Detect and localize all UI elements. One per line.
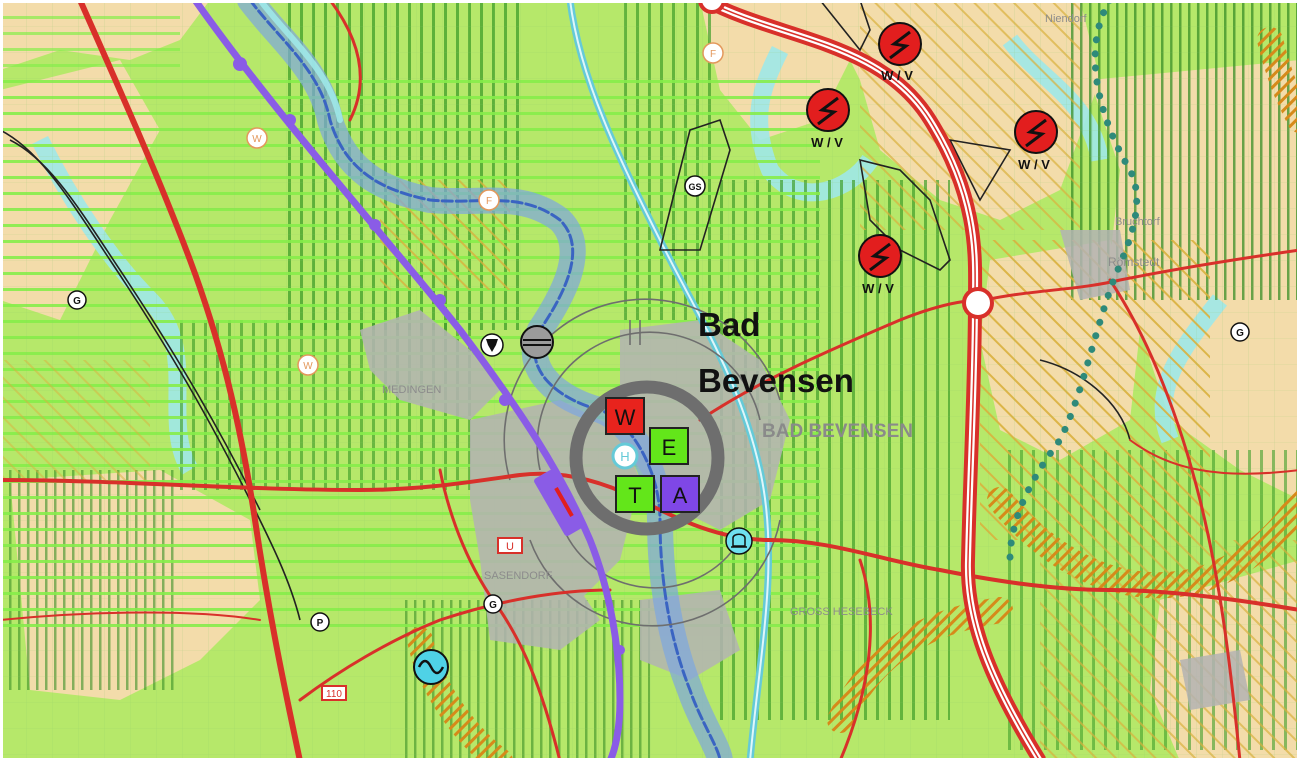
center-function-e: E (649, 427, 689, 465)
wind-energy-site-3: W / V (1014, 110, 1058, 172)
label-sasendorf: SASENDORF (484, 570, 553, 582)
label-romstedt: Römstedt (1108, 255, 1160, 269)
railway-stations (233, 57, 625, 655)
point-f-label-2: F (486, 196, 492, 207)
center-letter-a: A (673, 483, 688, 508)
label-bruchtorf: Bruchtorf (1115, 216, 1161, 228)
settlement-arcs (503, 298, 781, 627)
label-niendorf: Niendorf (1045, 13, 1088, 25)
point-g-3: G (1230, 322, 1250, 342)
point-g-label-3: G (1236, 328, 1244, 339)
water-treatment-icon (520, 325, 554, 359)
point-w-label-1: W (252, 134, 262, 145)
point-g-label-2: G (489, 600, 497, 611)
wind-label-4: W / V (862, 281, 894, 296)
wind-energy-site-1: W / V (878, 22, 922, 83)
point-p-label: P (317, 618, 324, 629)
point-f-label-1: F (710, 49, 716, 60)
center-function-a: A (660, 475, 700, 513)
wind-label-2: W / V (811, 135, 843, 150)
place-name-line1: Bad (698, 306, 760, 343)
bell-icon (725, 527, 753, 555)
point-f-1: F (702, 42, 724, 64)
wind-label-1: W / V (881, 68, 913, 83)
center-letter-h: H (620, 449, 629, 464)
town-center-ring (569, 380, 725, 536)
power-station-icon (413, 649, 449, 685)
wind-energy-site-4: W / V (858, 234, 902, 296)
faint-place-labels: MEDINGEN SASENDORF GROSS HESEBECK Niendo… (382, 13, 1161, 618)
place-caps-label: BAD BEVENSEN (762, 421, 913, 442)
sports-facility-icon (480, 333, 504, 357)
center-function-t: T (615, 475, 655, 513)
point-w-2: W (297, 354, 319, 376)
railway-station-box (534, 470, 584, 536)
wind-label-3: W / V (1018, 157, 1050, 172)
center-letter-t: T (628, 483, 641, 508)
road-shield-2: 110 (321, 685, 347, 701)
label-medingen: MEDINGEN (382, 384, 441, 396)
point-w-label-2: W (303, 361, 313, 372)
center-function-h: H (611, 442, 639, 470)
point-g-label-1: G (73, 296, 81, 307)
label-gross-hesebeck: GROSS HESEBECK (790, 606, 893, 618)
road-shield-label-1: U (506, 541, 514, 553)
point-g-1: G (67, 290, 87, 310)
point-gs: GS (684, 175, 706, 197)
teal-dotted-boundary (1006, 0, 1141, 564)
center-letter-w: W (615, 405, 636, 430)
point-g-2: G (483, 594, 503, 614)
point-w-1: W (246, 127, 268, 149)
wind-energy-site-2: W / V (806, 88, 850, 150)
point-p: P (310, 612, 330, 632)
center-function-w: W (605, 397, 645, 435)
road-shield-1: U (497, 537, 523, 554)
center-letter-e: E (662, 435, 677, 460)
motorway-junction (962, 287, 994, 319)
point-f-2: F (478, 189, 500, 211)
point-gs-label: GS (688, 182, 701, 192)
railway (192, 0, 624, 761)
place-name-line2: Bevensen (698, 362, 854, 399)
boundary-lines (0, 0, 1131, 621)
road-shield-label-2: 110 (326, 689, 342, 700)
